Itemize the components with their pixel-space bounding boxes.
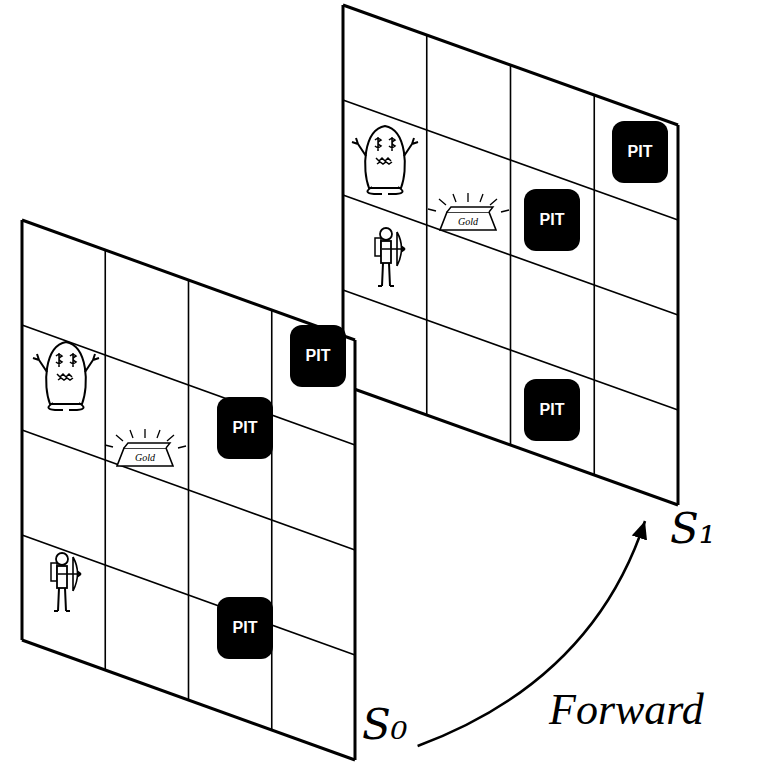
gold-label: Gold <box>135 450 155 463</box>
grid-s0 <box>22 220 355 760</box>
pit-label: PIT <box>628 143 653 161</box>
pit-box: PIT <box>524 379 580 441</box>
shine-rays <box>428 193 509 212</box>
grid-line <box>271 310 273 730</box>
state-label: S₁ <box>670 508 716 550</box>
grid-line <box>343 195 678 315</box>
gold-bar-outline <box>440 212 496 230</box>
pit-label: PIT <box>306 347 331 365</box>
gold-bar-top <box>447 207 493 212</box>
grid-s1 <box>343 5 678 505</box>
grid-line <box>343 385 678 505</box>
shine-rays <box>105 429 186 448</box>
grid-line <box>22 640 355 760</box>
state-grid: S₁PITPITPITGold <box>343 5 678 505</box>
state-grid: S₀PITPITPITGold <box>22 220 355 758</box>
grid-line <box>343 290 678 410</box>
gold-bar-top <box>124 443 170 448</box>
wumpus-figure <box>352 126 418 194</box>
pit-label: PIT <box>540 211 565 229</box>
pit-box: PIT <box>524 189 580 251</box>
action-label: Forward <box>545 688 708 732</box>
pit-label: PIT <box>233 419 258 437</box>
grid-line <box>22 535 355 655</box>
state-label: S₀ <box>362 704 408 746</box>
grid-line <box>593 95 595 475</box>
pit-box: PIT <box>290 325 346 387</box>
gold-label: Gold <box>458 214 478 227</box>
grid-line <box>677 125 680 505</box>
pit-label: PIT <box>233 619 258 637</box>
agent-figure <box>375 228 405 286</box>
gold-bar-outline <box>117 448 173 466</box>
gold-bar: Gold <box>115 445 175 467</box>
pit-label: PIT <box>540 401 565 419</box>
wumpus-figure <box>33 342 99 410</box>
pit-box: PIT <box>217 597 273 659</box>
pit-box: PIT <box>217 397 273 459</box>
grid-ground <box>22 220 355 760</box>
gold-bar: Gold <box>438 209 498 231</box>
agent-figure <box>51 553 81 611</box>
grid-line <box>354 340 357 760</box>
grid-line <box>22 430 355 550</box>
pit-box: PIT <box>612 121 668 183</box>
